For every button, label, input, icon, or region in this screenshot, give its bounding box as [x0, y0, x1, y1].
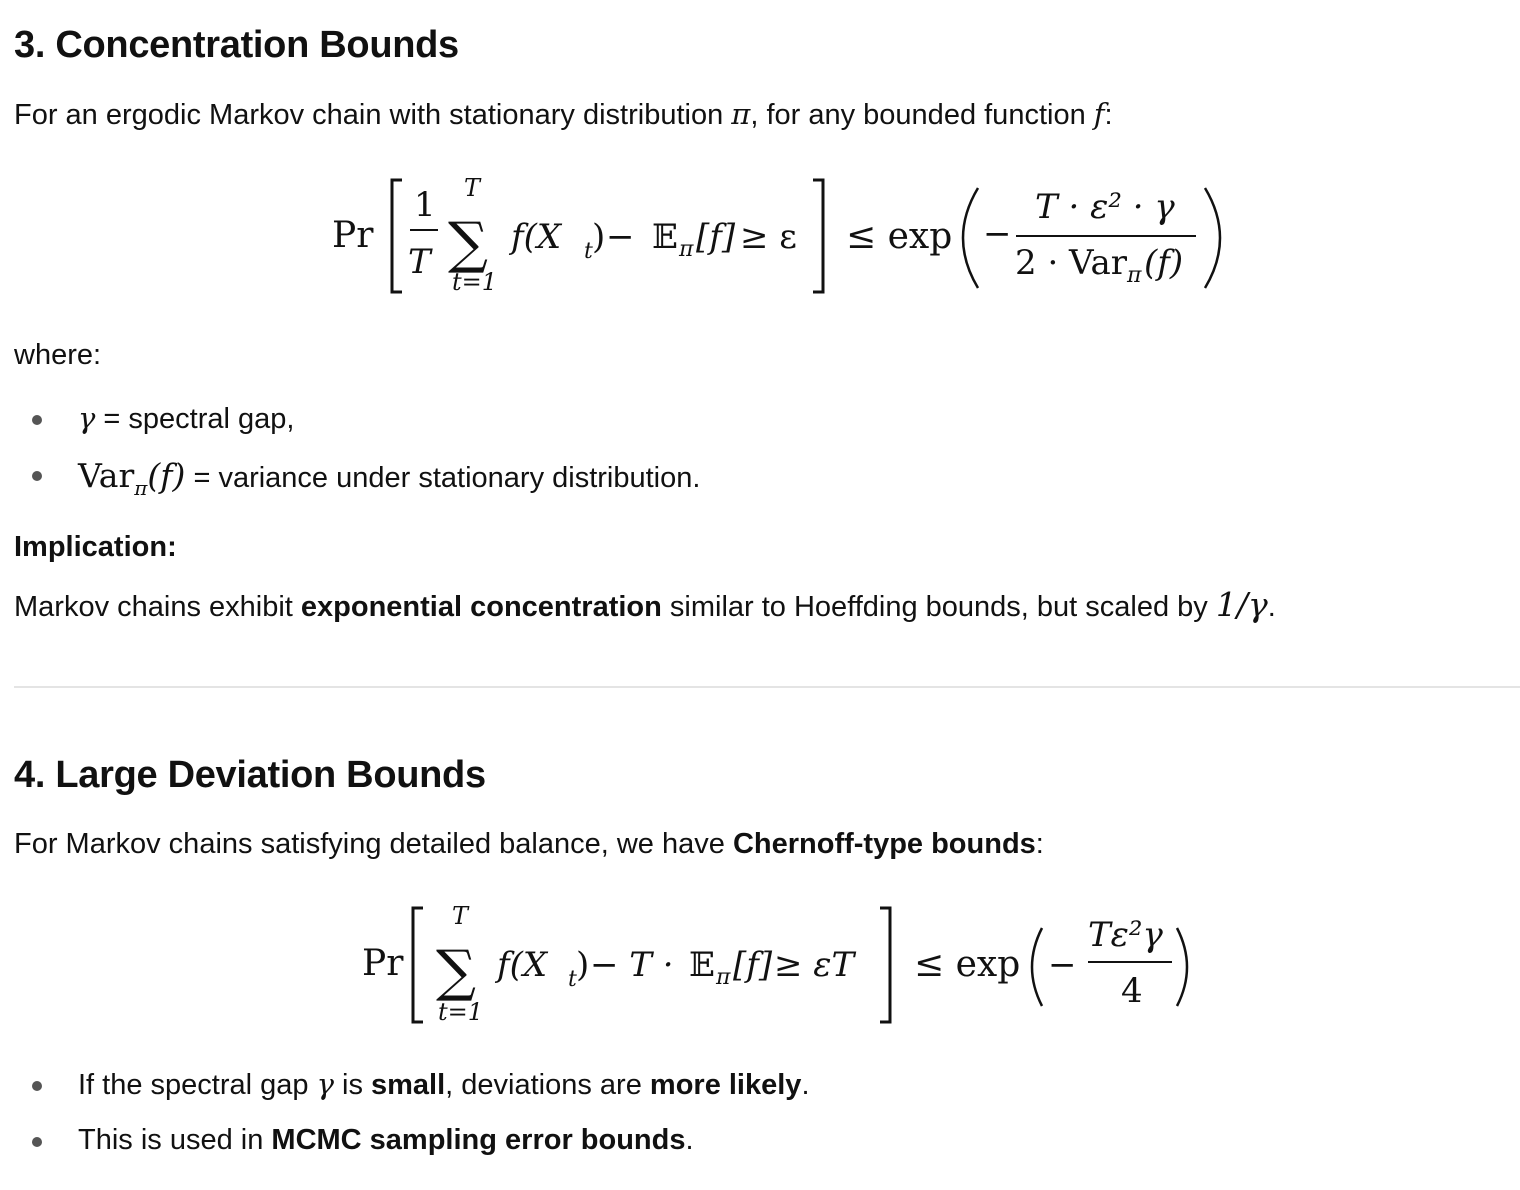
list-item-spectral-gap: γ = spectral gap, — [78, 401, 295, 435]
svg-text:1: 1 — [414, 185, 436, 225]
svg-text:f(X: f(X — [508, 217, 563, 257]
svg-text:f(X: f(X — [494, 945, 549, 985]
svg-text:≥ εT: ≥ εT — [774, 945, 857, 985]
svg-text:): ) — [592, 217, 605, 257]
svg-text:Pr: Pr — [332, 215, 374, 256]
svg-text:[f]: [f] — [733, 945, 773, 985]
svg-text:T: T — [464, 174, 482, 202]
svg-text:T · ε² · γ: T · ε² · γ — [1035, 187, 1175, 227]
svg-text:− T ·: − T · — [590, 945, 674, 985]
bullet-dot — [32, 1137, 42, 1147]
list-item-mcmc: This is used in MCMC sampling error boun… — [78, 1124, 694, 1156]
section-4-intro: For Markov chains satisfying detailed ba… — [14, 828, 1044, 860]
svg-text:−: − — [606, 217, 635, 257]
equation-large-deviation-bound: Pr T ∑ t=1 f(X t ) − T · 𝔼 π [f] ≥ εT ≤ … — [362, 902, 1189, 1026]
bullet-dot — [32, 471, 42, 481]
svg-text:t=1: t=1 — [452, 268, 497, 296]
section-4-heading: 4. Large Deviation Bounds — [14, 754, 486, 796]
equation-concentration-bound: Pr 1 T T ∑ t=1 f(X t ) − 𝔼 π [f] ≥ ε ≤ e… — [332, 174, 1222, 296]
svg-text:Tε²γ: Tε²γ — [1088, 915, 1164, 955]
svg-text:2 · Var: 2 · Var — [1015, 243, 1128, 283]
svg-text:∑: ∑ — [448, 211, 488, 276]
svg-text:4: 4 — [1121, 971, 1143, 1011]
list-item-variance: Varπ(f) = variance under stationary dist… — [78, 456, 701, 500]
svg-text:π: π — [715, 965, 731, 990]
svg-text:𝔼: 𝔼 — [652, 217, 678, 257]
implication-text: Markov chains exhibit exponential concen… — [14, 585, 1276, 624]
svg-text:): ) — [576, 945, 589, 985]
svg-text:π: π — [1126, 263, 1142, 288]
svg-text:Pr: Pr — [362, 943, 404, 984]
svg-text:(f): (f) — [1144, 243, 1183, 283]
svg-text:∑: ∑ — [436, 939, 476, 1004]
bullet-dot — [32, 1081, 42, 1091]
svg-text:t=1: t=1 — [438, 998, 483, 1026]
svg-text:T: T — [452, 902, 470, 930]
svg-text:−: − — [1048, 945, 1077, 985]
svg-text:π: π — [678, 237, 694, 262]
svg-text:≤ exp: ≤ exp — [846, 216, 952, 257]
svg-text:t: t — [584, 239, 593, 264]
svg-text:t: t — [568, 967, 577, 992]
svg-text:T: T — [408, 242, 433, 282]
list-item-spectral-gap-small: If the spectral gap γ is small, deviatio… — [78, 1067, 810, 1101]
section-3-intro: For an ergodic Markov chain with station… — [14, 97, 1113, 131]
where-label: where: — [14, 339, 102, 371]
svg-text:≤ exp: ≤ exp — [914, 944, 1020, 985]
svg-text:[f]: [f] — [696, 217, 736, 257]
svg-text:𝔼: 𝔼 — [689, 945, 715, 985]
section-3-heading: 3. Concentration Bounds — [14, 24, 459, 66]
svg-text:−: − — [983, 214, 1012, 254]
section-divider — [14, 686, 1520, 688]
implication-label: Implication: — [14, 531, 177, 563]
bullet-dot — [32, 415, 42, 425]
svg-text:≥ ε: ≥ ε — [740, 217, 797, 257]
